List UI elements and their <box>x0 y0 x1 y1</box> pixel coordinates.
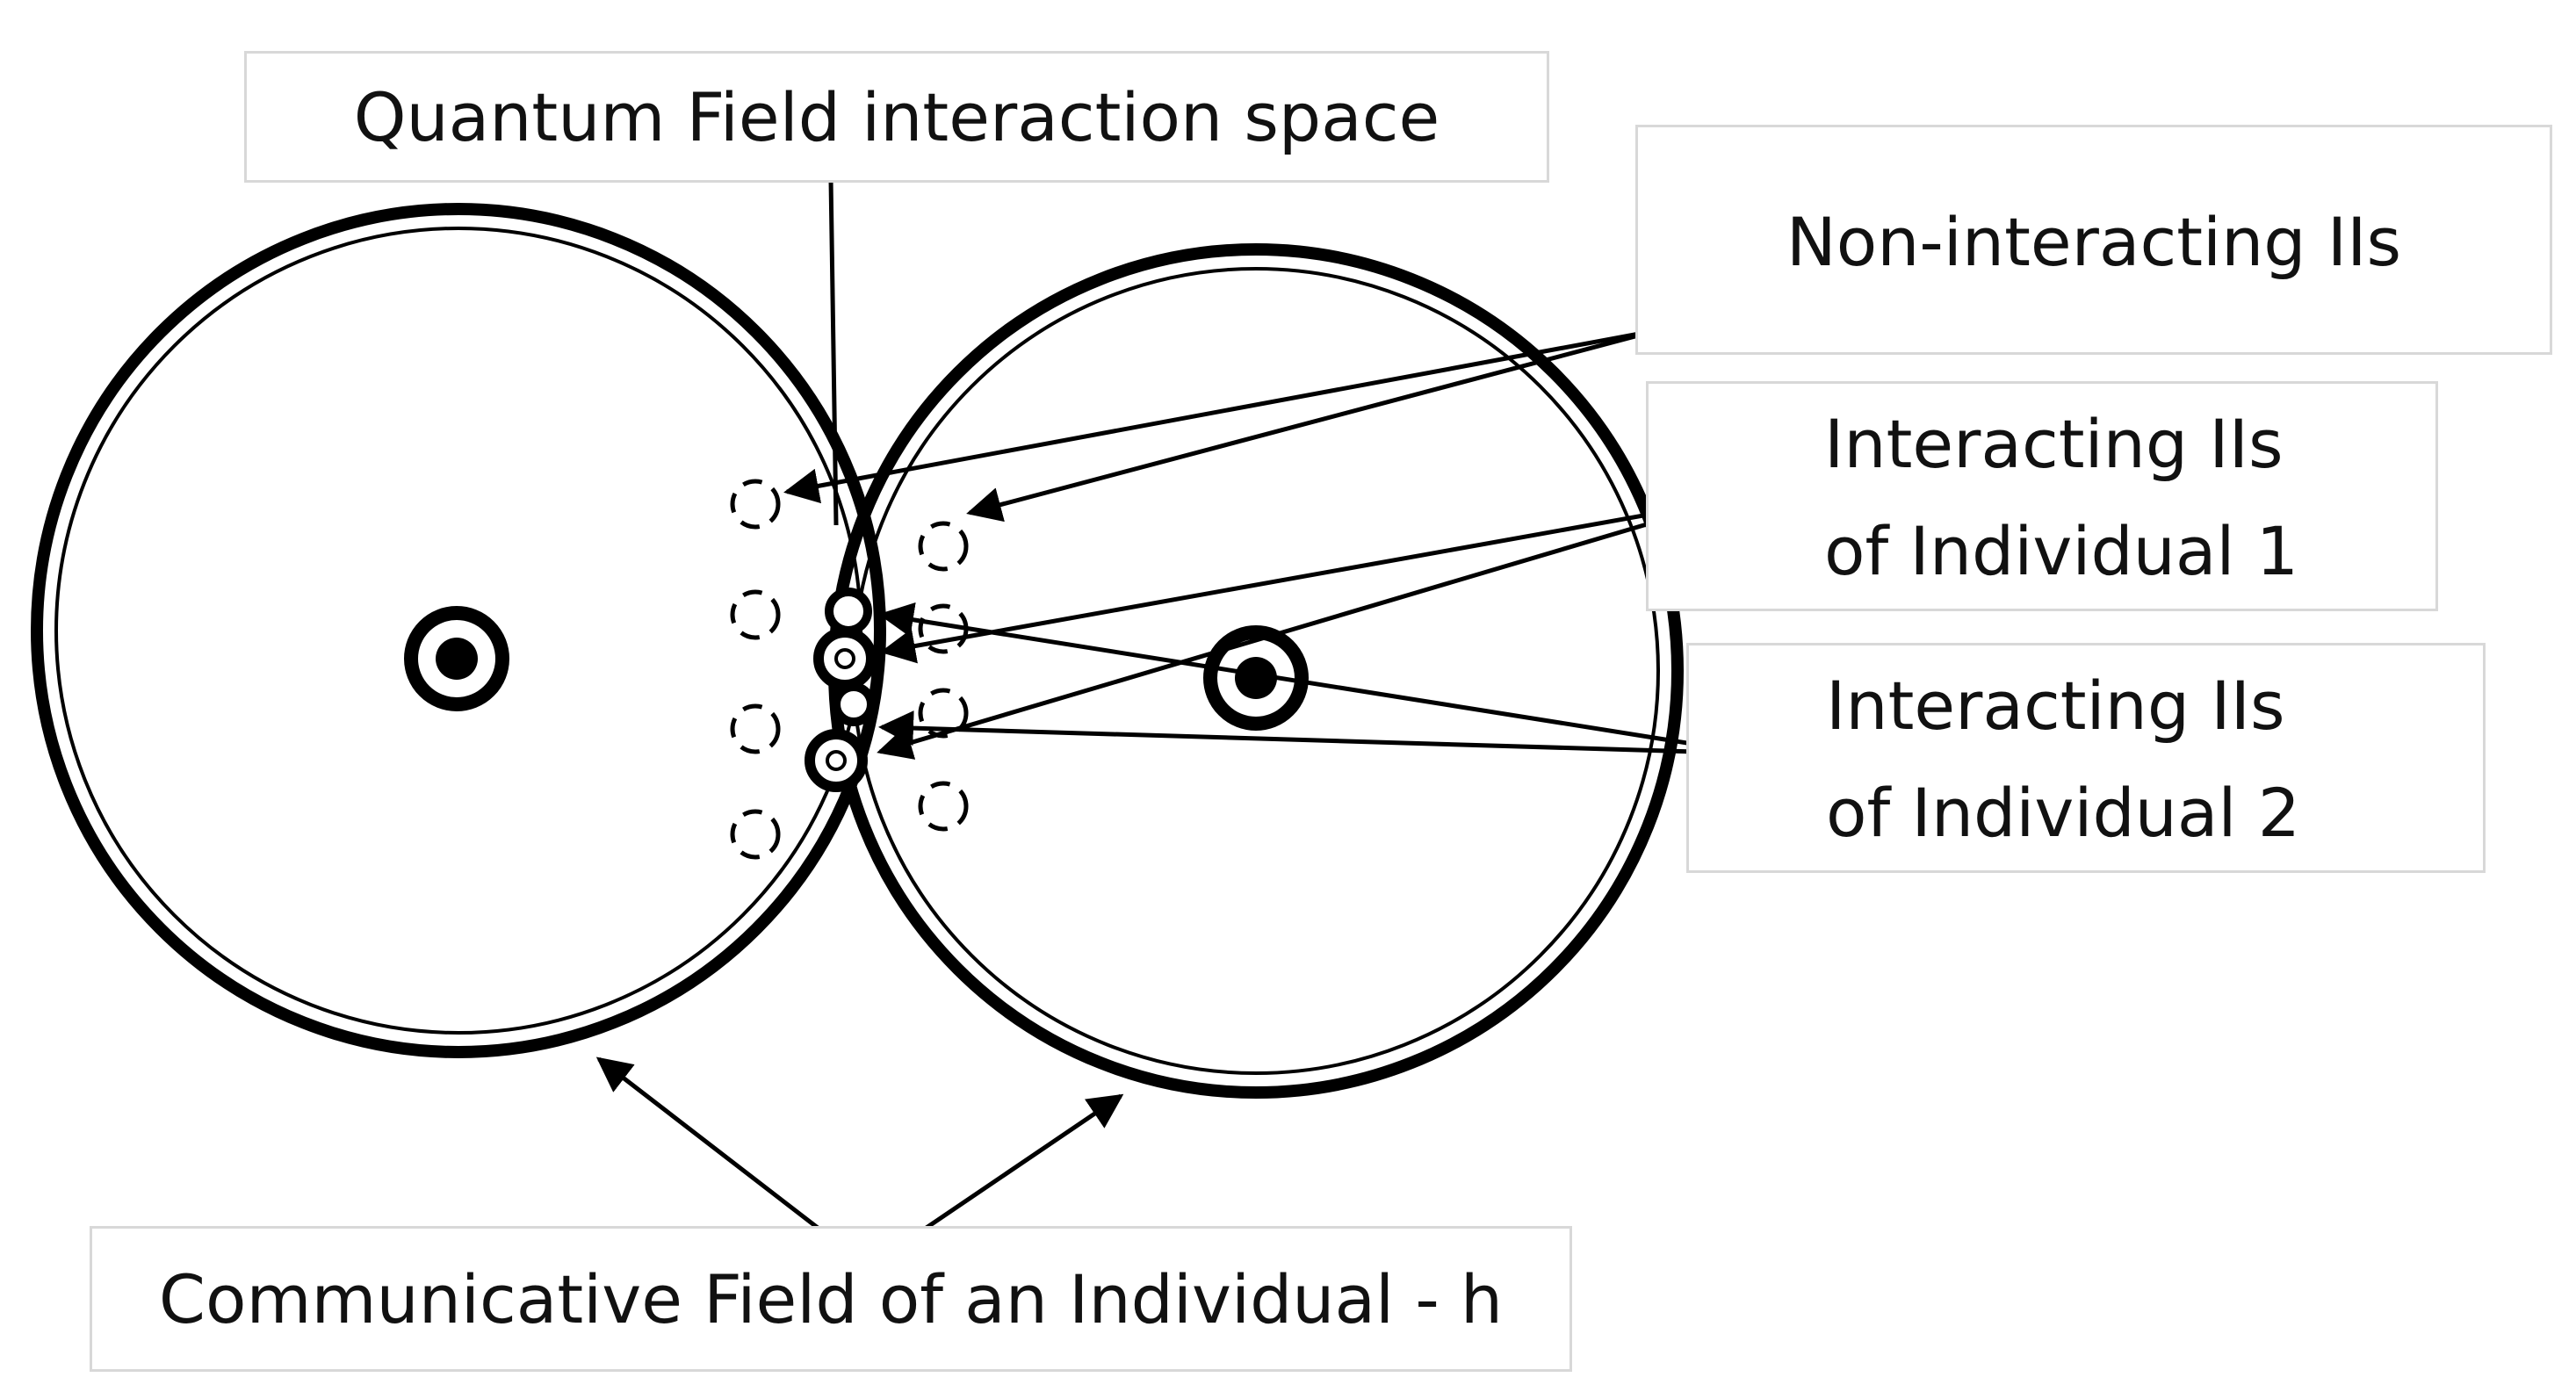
label-quantum-field-text: Quantum Field interaction space <box>353 78 1440 156</box>
quantum-field-pointer <box>828 178 839 526</box>
communicative-field-arrows <box>595 1056 1124 1239</box>
label-quantum-field: Quantum Field interaction space <box>244 51 1549 183</box>
non-interacting-iis-right <box>918 521 969 832</box>
label-ind2-line-2: of Individual 2 <box>1826 774 2301 852</box>
individual1-arrows <box>877 498 1728 760</box>
label-non-interacting-text: Non-interacting IIs <box>1786 203 2402 281</box>
label-communicative-field-text: Communicative Field of an Individual - h <box>158 1260 1504 1338</box>
left-individual-center <box>404 606 509 711</box>
label-interacting-individual-1: Interacting IIs of Individual 1 <box>1646 381 2438 611</box>
interacting-iis <box>805 588 877 792</box>
individual2-arrows <box>878 602 1754 756</box>
label-ind1-line-2: of Individual 1 <box>1824 512 2299 590</box>
label-ind2-line-1: Interacting IIs <box>1826 667 2285 745</box>
label-interacting-individual-2: Interacting IIs of Individual 2 <box>1686 643 2486 873</box>
non-interacting-arrows <box>783 328 1659 523</box>
label-communicative-field: Communicative Field of an Individual - h <box>90 1226 1572 1372</box>
label-non-interacting: Non-interacting IIs <box>1635 125 2552 355</box>
label-ind1-line-1: Interacting IIs <box>1824 405 2284 483</box>
left-individual-field <box>31 203 886 1058</box>
non-interacting-iis-left <box>730 479 781 860</box>
right-individual-center <box>1203 625 1309 731</box>
